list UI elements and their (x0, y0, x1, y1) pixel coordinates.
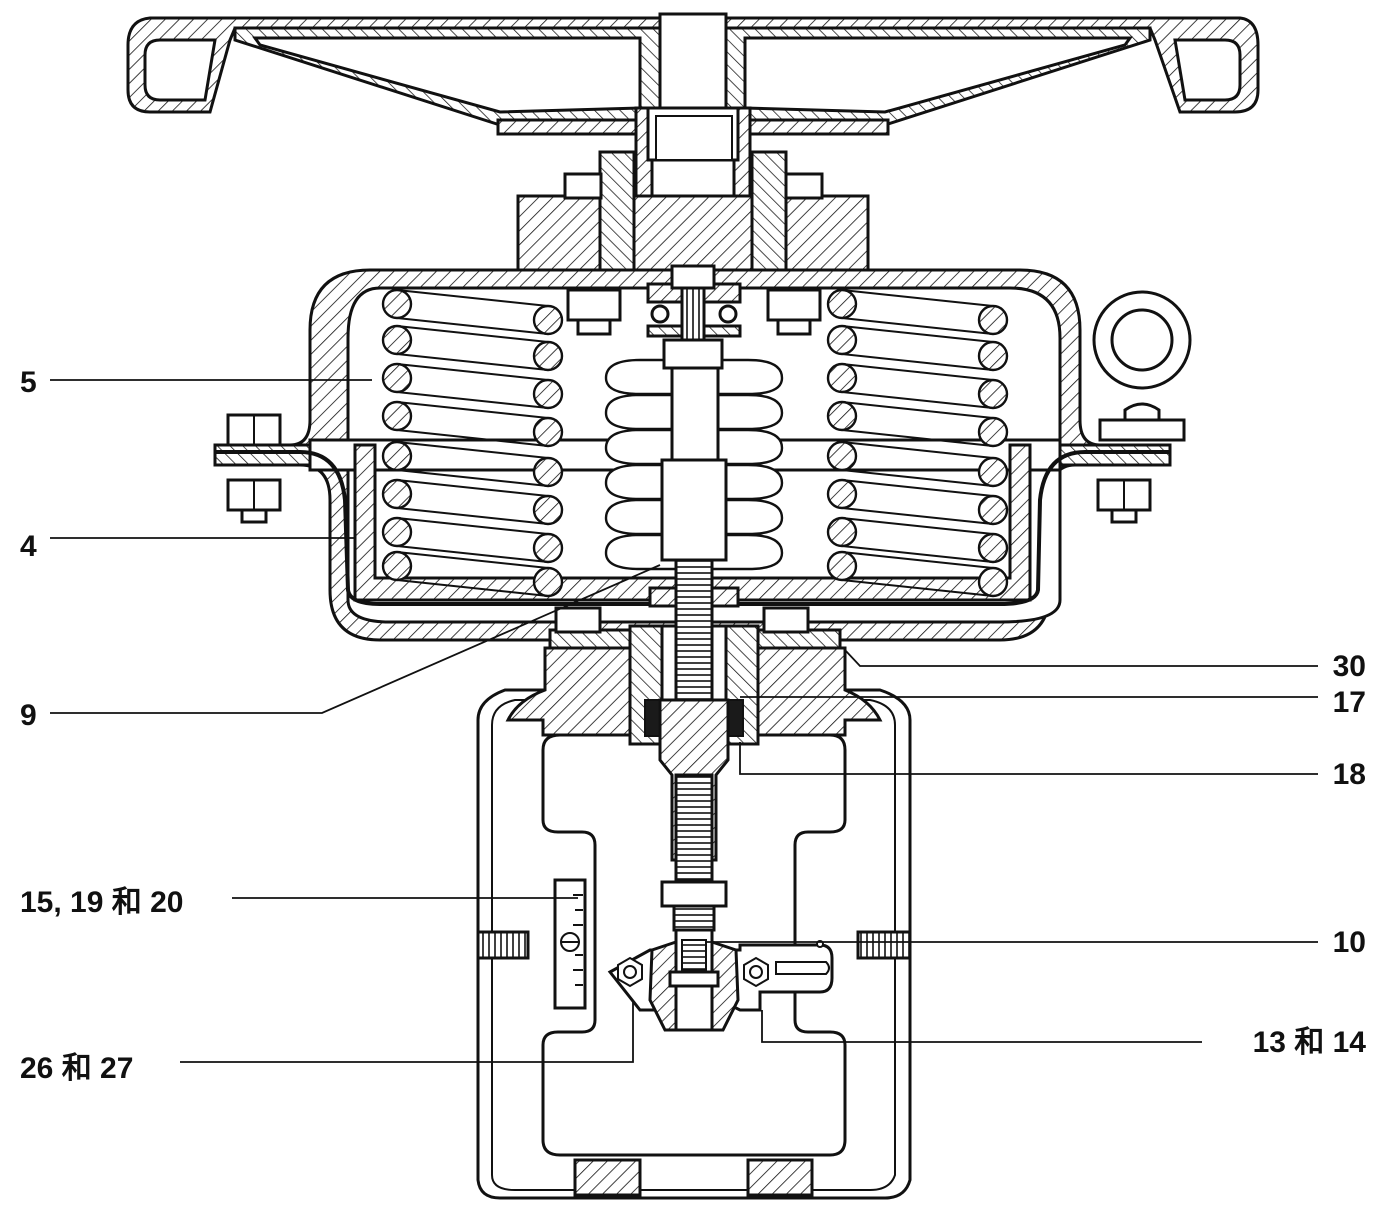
spring-left-coil-wire (532, 566, 564, 598)
spring-left-coil-wire (381, 288, 413, 320)
spring-right-coil-wire (826, 440, 858, 472)
spring-right-coil-wire (977, 416, 1009, 448)
spring-left-coil-wire (381, 478, 413, 510)
spring-right-coil-line (841, 401, 994, 447)
spring-right-coil-wire (977, 532, 1009, 564)
callout-26-27: 26 和 27 (20, 1052, 133, 1085)
callout-17: 17 (1333, 686, 1366, 719)
leader-9 (50, 564, 661, 714)
callout-13-14: 13 和 14 (1253, 1026, 1367, 1059)
spring-left-coil-wire (532, 304, 564, 336)
spring-right-coil-wire (826, 324, 858, 356)
spring-right-coil-wire (977, 304, 1009, 336)
spring-left-coil-wire (532, 378, 564, 410)
adjusting-spindle (566, 264, 822, 562)
spring-right (826, 288, 1009, 598)
callout-labels: 5 4 9 30 17 18 15, 19 和 20 10 26 和 27 13… (20, 366, 1366, 1085)
spring-left-coil-wire (381, 400, 413, 432)
callout-10: 10 (1333, 926, 1366, 959)
callout-30: 30 (1333, 650, 1366, 683)
spring-left (381, 288, 564, 598)
leader-lines (50, 379, 1318, 1063)
flange-bolts (226, 413, 1152, 524)
spring-left-coil-line (396, 401, 549, 447)
spring-left-coil-wire (532, 456, 564, 488)
spring-left-coil-wire (532, 340, 564, 372)
callout-15-19-20: 15, 19 和 20 (20, 886, 183, 919)
spring-left-coil-line (396, 551, 549, 597)
spring-right-coil-wire (977, 378, 1009, 410)
spring-right-coil-wire (826, 478, 858, 510)
spring-left-coil-line (396, 517, 549, 563)
spring-left-coil-wire (381, 324, 413, 356)
spring-left-coil-line (396, 479, 549, 525)
leader-30 (844, 649, 1318, 667)
callout-9: 9 (20, 699, 37, 732)
spring-left-coil-wire (381, 516, 413, 548)
spring-left-coil-wire (532, 532, 564, 564)
spring-right-coil-wire (977, 456, 1009, 488)
clamp-bolt-left (617, 956, 643, 988)
callout-4: 4 (20, 530, 37, 563)
spring-right-coil-wire (826, 516, 858, 548)
clamp-bolt-right (743, 956, 769, 988)
spring-right-coil-line (841, 517, 994, 563)
spring-right-coil-line (841, 441, 994, 487)
spring-right-coil-wire (977, 566, 1009, 598)
spring-right-coil-line (841, 289, 994, 335)
spring-left-coil-line (396, 289, 549, 335)
callout-18: 18 (1333, 758, 1366, 791)
leader-18 (739, 742, 1318, 775)
spring-left-coil-line (396, 441, 549, 487)
spring-right-coil-wire (977, 340, 1009, 372)
spring-right-coil-wire (977, 494, 1009, 526)
stem-connector-clamp (607, 928, 834, 1032)
leader-13-14 (761, 1010, 1202, 1043)
handwheel[interactable] (126, 12, 1260, 136)
spring-right-coil-line (841, 479, 994, 525)
travel-indicator-scale (553, 878, 587, 1010)
leader-26-27 (180, 1000, 634, 1063)
spring-right-coil-line (841, 325, 994, 371)
spring-right-coil-line (841, 551, 994, 597)
spring-right-coil-line (841, 363, 994, 409)
spring-right-coil-wire (826, 362, 858, 394)
spring-left-coil-wire (532, 416, 564, 448)
spring-left-coil-wire (381, 550, 413, 582)
spring-left-coil-wire (381, 362, 413, 394)
spring-left-coil-wire (532, 494, 564, 526)
upper-bonnet (516, 150, 870, 274)
spring-right-coil-wire (826, 550, 858, 582)
stem-guide (628, 558, 760, 932)
spring-left-coil-wire (381, 440, 413, 472)
spring-left-coil-line (396, 363, 549, 409)
spring-left-coil-line (396, 325, 549, 371)
spring-right-coil-wire (826, 288, 858, 320)
lifting-eyebolt[interactable] (1092, 290, 1192, 442)
callout-5: 5 (20, 366, 37, 399)
spring-right-coil-wire (826, 400, 858, 432)
